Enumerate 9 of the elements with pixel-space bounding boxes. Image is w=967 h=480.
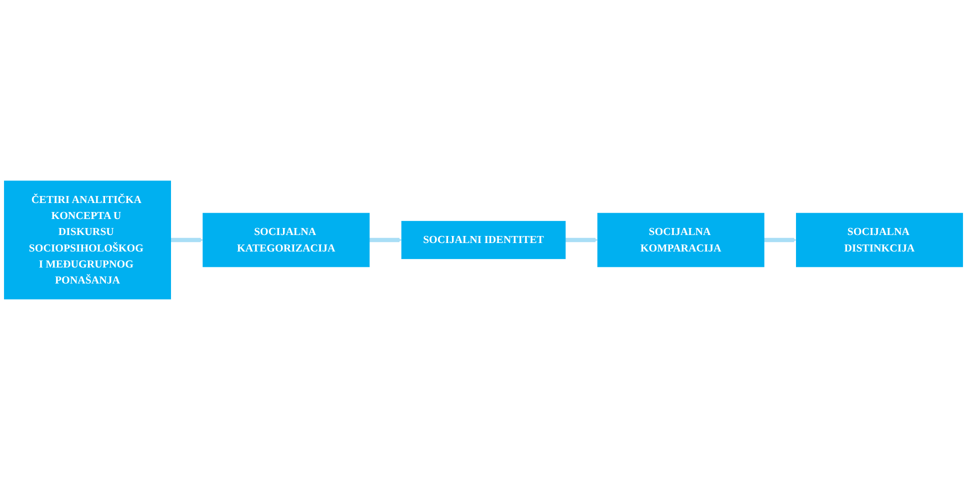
arrow (369, 238, 402, 242)
node-box: SOCIJALNI IDENTITET (401, 220, 566, 260)
arrow (565, 238, 598, 242)
node-box: SOCIJALNA DISTINKCIJA (796, 212, 963, 268)
node-box: ČETIRI ANALITIČKA KONCEPTA U DISKURSU SOCIOPSIHOLOŠKOG I MEĐUGRUPNOG PONAŠANJA (4, 180, 171, 300)
node-box: SOCIJALNA KATEGORIZACIJA (202, 212, 370, 268)
arrow (170, 238, 204, 242)
node-box: SOCIJALNA KOMPARACIJA (597, 212, 764, 268)
arrow (764, 238, 796, 242)
